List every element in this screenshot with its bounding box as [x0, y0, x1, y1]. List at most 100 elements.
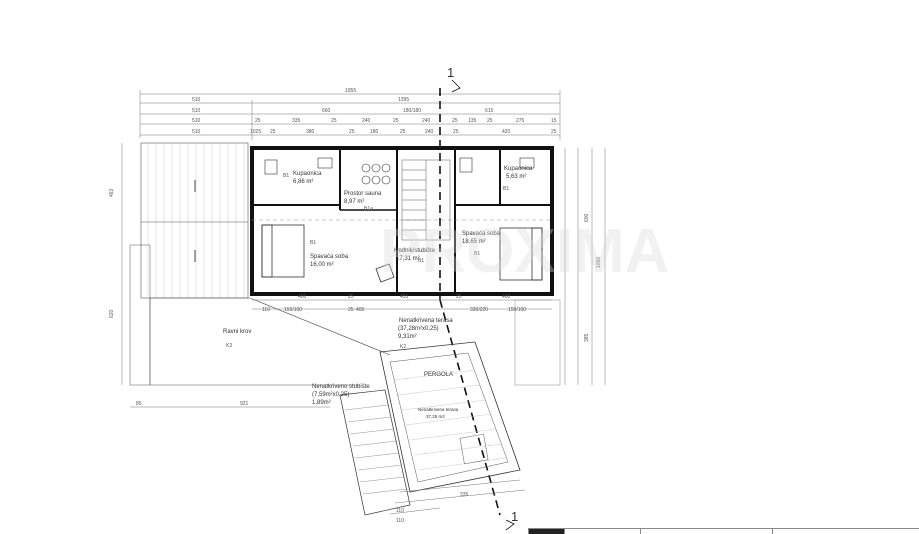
dim-510-a: 510 — [192, 97, 201, 103]
stubiste-area: 1,89m² — [312, 400, 331, 406]
dim-r4-2: 335 — [292, 118, 301, 124]
dim-615: 615 — [485, 108, 494, 114]
dim-r5-5: 180 — [370, 129, 379, 135]
dim-r5-9: 420 — [502, 129, 511, 135]
terasa-inner-area: 37,28 m2 — [426, 414, 445, 419]
title-block-cell-1 — [528, 528, 564, 534]
section-line — [439, 79, 515, 531]
dim-right-385: 385 — [584, 333, 590, 342]
top-dimension-texts: 1955 510 1395 510 660 180/180 615 510 51… — [192, 88, 494, 135]
kupaonica-right-tag: B1 — [503, 186, 509, 192]
dim-510-d: 510 — [192, 129, 201, 135]
kupaonica-right-area: 5,63 m² — [506, 174, 526, 180]
stubiste-formula: (7,59m²x0,25) — [312, 392, 349, 398]
lower2-dim-400: 400 — [356, 307, 365, 313]
spavaca-right-tag: B1 — [474, 251, 480, 257]
bed-left — [261, 224, 305, 278]
dim-1395: 1395 — [398, 97, 409, 103]
pergola-label: PERGOLA — [424, 372, 453, 378]
dim-r4-10: 275 — [516, 118, 525, 124]
dim-bottom-110-b: 110 — [396, 518, 404, 524]
dim-r5-4: 25 — [349, 129, 355, 135]
bottom-dimension-lines — [389, 479, 526, 515]
dim-180-180: 180/180 — [403, 108, 421, 114]
row4-dimension-texts: 25 335 25 240 25 240 25 135 25 275 15 — [255, 118, 557, 124]
lower2-dim-150-100-b: 150/100 — [508, 307, 526, 313]
kupaonica-left-area: 6,86 m² — [293, 179, 313, 185]
dim-r4-11: 15 — [551, 118, 557, 124]
dim-right-600: 600 — [584, 213, 590, 222]
room-labels: Kupaonica 6,86 m² B1 Prostor sauna 8,97 … — [283, 166, 533, 268]
terasa-formula: (37,28m²x0,25) — [398, 326, 439, 332]
dim-r5-3: 380 — [306, 129, 315, 135]
exterior-stair — [339, 389, 411, 516]
hodnik-name: Hodnik/stubište — [394, 248, 436, 254]
lower-dim-455: 455 — [400, 294, 409, 300]
title-block-cell-2 — [564, 528, 640, 534]
ravni-krov-name: Ravni krov — [223, 329, 251, 335]
dim-left-463: 463 — [109, 188, 115, 197]
dim-r4-3: 25 — [331, 118, 337, 124]
watermark-logo: PROXIMA — [380, 217, 669, 286]
row5-dimension-texts: 25 380 25 180 25 240 25 420 25 — [270, 129, 557, 135]
sauna-tag: B1a — [364, 206, 373, 212]
dim-r4-9: 25 — [487, 118, 493, 124]
bed-right — [499, 227, 543, 281]
dim-510-c: 510 — [192, 118, 201, 124]
section-marker-top: 1 — [447, 65, 454, 80]
armchair — [375, 263, 395, 283]
lower2-dim-150-100-a: 150/100 — [284, 307, 302, 313]
dim-bottom-110-a: 110 — [396, 508, 404, 514]
sauna-area: 8,97 m² — [344, 199, 364, 205]
dim-85: 85 — [136, 401, 142, 407]
dim-r5-6: 25 — [400, 129, 406, 135]
lower-dimension-texts: 400 25 455 25 400 110 150/100 25 400 330… — [262, 294, 526, 313]
terasa-name: Nenatkrivena terasa — [399, 318, 453, 324]
sauna-benches — [361, 163, 391, 185]
dim-r4-5: 25 — [393, 118, 399, 124]
interior-stair — [401, 159, 451, 241]
section-marker-bottom: 1 — [511, 509, 518, 524]
dim-r4-4: 240 — [362, 118, 371, 124]
dim-r5-7: 240 — [425, 129, 434, 135]
spavaca-left-name: Spavaća soba — [310, 254, 349, 260]
dim-510-b: 510 — [192, 108, 201, 114]
lower-dim-25-a: 25 — [348, 294, 354, 300]
spavaca-right-area: 18,65 m² — [462, 239, 486, 245]
ravni-krov-tag: K3 — [226, 343, 232, 349]
lower2-dim-330-220: 330/220 — [470, 307, 488, 313]
pergola-block — [379, 341, 521, 493]
roof-slope-hatch — [140, 142, 249, 299]
spavaca-left-area: 16,00 m² — [310, 262, 334, 268]
dim-660: 660 — [322, 108, 331, 114]
terasa-tag: K2 — [400, 344, 406, 350]
lower-dim-25-b: 25 — [456, 294, 462, 300]
top-dimension-lines — [139, 90, 561, 140]
stubiste-name: Nenatkriveno stubište — [312, 384, 370, 390]
spavaca-right-name: Spavaća soba — [462, 231, 501, 237]
building-walls — [250, 146, 554, 296]
hodnik-area: 17,31 m² — [396, 256, 420, 262]
dim-right-1050: 1050 — [596, 257, 602, 268]
kupaonica-left-name: Kupaonica — [293, 171, 322, 177]
title-block-cell-4 — [772, 528, 919, 534]
dim-left-620: 620 — [109, 309, 115, 318]
dim-921: 921 — [240, 401, 249, 407]
dim-r4-7: 25 — [452, 118, 458, 124]
kupaonica-right-name: Kupaonica — [504, 166, 533, 172]
lower-dim-400-b: 400 — [502, 294, 511, 300]
right-dimension-lines — [514, 148, 606, 386]
dim-r4-1: 25 — [255, 118, 261, 124]
title-block-cell-3 — [640, 528, 772, 534]
bathroom-fixtures — [264, 157, 535, 175]
dim-r5-2: 25 — [270, 129, 276, 135]
terasa-area: 9,31m² — [398, 334, 417, 340]
dim-r5-8: 25 — [453, 129, 459, 135]
lower2-dim-25: 25 — [348, 307, 354, 313]
dim-1955: 1955 — [345, 88, 356, 94]
terasa-inner-name: Nenatkrivena terasa — [418, 407, 459, 412]
dim-r4-8: 135 — [468, 118, 477, 124]
lower2-dim-110: 110 — [262, 307, 270, 313]
dim-1025: 1025 — [250, 129, 261, 135]
